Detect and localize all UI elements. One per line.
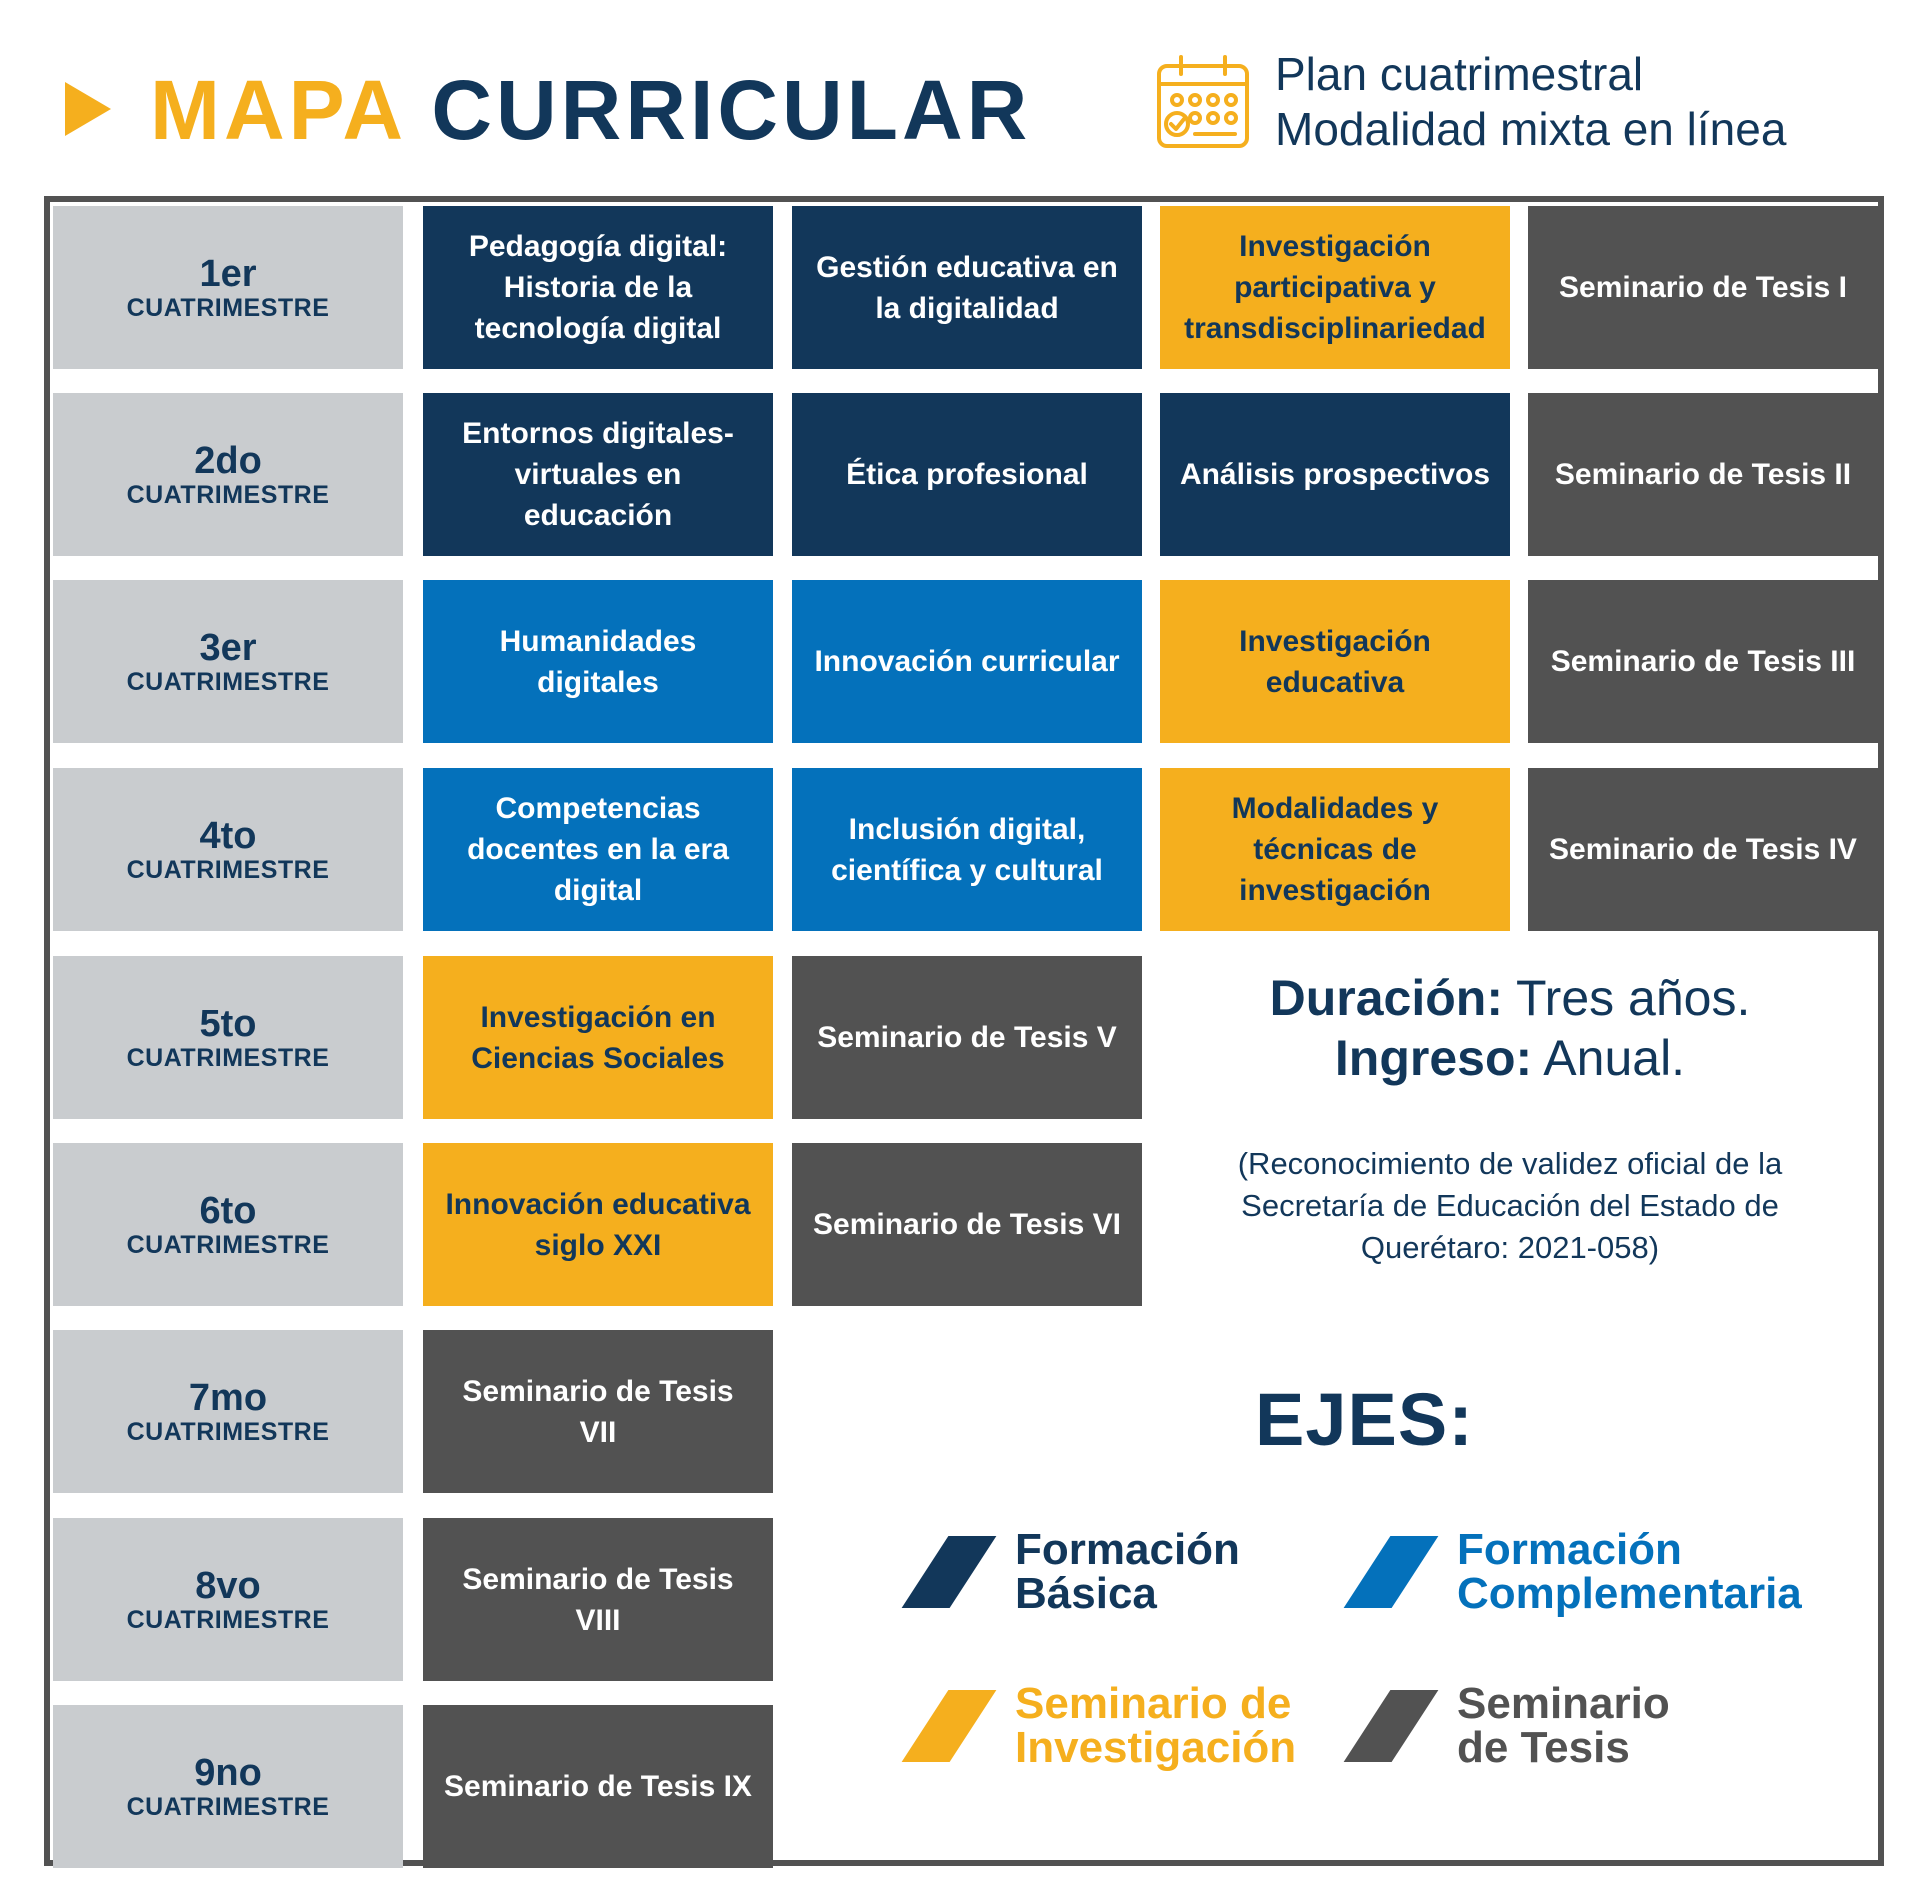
semester-number: 2do bbox=[194, 439, 262, 482]
legend-label: Formación Básica bbox=[1015, 1525, 1240, 1618]
page-title: MAPA CURRICULAR bbox=[150, 60, 1031, 160]
semester-caption: CUATRIMESTRE bbox=[126, 1043, 330, 1072]
semester-caption: CUATRIMESTRE bbox=[126, 293, 330, 322]
validity-note: (Reconocimiento de validez oficial de la… bbox=[1237, 1146, 1783, 1265]
semester-number: 9no bbox=[194, 1751, 262, 1794]
course-cell: Investigación en Ciencias Sociales bbox=[423, 956, 773, 1119]
course-cell: Ética profesional bbox=[792, 393, 1142, 556]
semester-number: 5to bbox=[199, 1002, 257, 1045]
course-cell: Seminario de Tesis IV bbox=[1528, 768, 1878, 931]
course-cell: Seminario de Tesis VIII bbox=[423, 1518, 773, 1681]
course-cell: Entornos digitales-virtuales en educació… bbox=[423, 393, 773, 556]
page-title-part1: MAPA bbox=[150, 63, 404, 157]
semester-number: 8vo bbox=[195, 1564, 261, 1607]
legend-label: Seminario de Tesis bbox=[1457, 1679, 1670, 1772]
legend-label: Formación Complementaria bbox=[1457, 1525, 1802, 1618]
calendar-icon bbox=[1157, 55, 1249, 148]
play-arrow-icon bbox=[65, 82, 111, 136]
semester-number: 3er bbox=[199, 626, 257, 669]
semester-number: 1er bbox=[199, 252, 257, 295]
semester-caption: CUATRIMESTRE bbox=[126, 1417, 330, 1446]
duration-value: Tres años. bbox=[1516, 970, 1751, 1026]
duration-label: Duración: bbox=[1269, 970, 1503, 1026]
course-cell: Modalidades y técnicas de investigación bbox=[1160, 768, 1510, 931]
course-cell: Pedagogía digital: Historia de la tecnol… bbox=[423, 206, 773, 369]
course-cell: Investigación participativa y transdisci… bbox=[1160, 206, 1510, 369]
admission-label: Ingreso: bbox=[1334, 1030, 1533, 1086]
semester-caption: CUATRIMESTRE bbox=[126, 480, 330, 509]
course-cell: Inclusión digital, científica y cultural bbox=[792, 768, 1142, 931]
course-cell: Seminario de Tesis II bbox=[1528, 393, 1878, 556]
duration-line: Duración: Tres años. bbox=[1175, 968, 1845, 1028]
course-cell: Gestión educativa en la digitalidad bbox=[792, 206, 1142, 369]
course-cell: Seminario de Tesis VI bbox=[792, 1143, 1142, 1306]
course-cell: Seminario de Tesis VII bbox=[423, 1330, 773, 1493]
course-cell: Humanidades digitales bbox=[423, 580, 773, 743]
semester-number: 6to bbox=[199, 1189, 257, 1232]
course-cell: Seminario de Tesis V bbox=[792, 956, 1142, 1119]
semester-number: 4to bbox=[199, 814, 257, 857]
course-cell: Innovación educativa siglo XXI bbox=[423, 1143, 773, 1306]
course-cell: Competencias docentes en la era digital bbox=[423, 768, 773, 931]
legend-label: Seminario de Investigación bbox=[1015, 1679, 1297, 1772]
modality-text: Modalidad mixta en línea bbox=[1275, 103, 1787, 155]
course-cell: Análisis prospectivos bbox=[1160, 393, 1510, 556]
course-cell: Innovación curricular bbox=[792, 580, 1142, 743]
course-cell: Investigación educativa bbox=[1160, 580, 1510, 743]
page-title-part2: CURRICULAR bbox=[431, 63, 1032, 157]
semester-caption: CUATRIMESTRE bbox=[126, 667, 330, 696]
course-cell: Seminario de Tesis I bbox=[1528, 206, 1878, 369]
semester-caption: CUATRIMESTRE bbox=[126, 1605, 330, 1634]
semester-caption: CUATRIMESTRE bbox=[126, 1230, 330, 1259]
semester-caption: CUATRIMESTRE bbox=[126, 1792, 330, 1821]
semester-number: 7mo bbox=[188, 1376, 268, 1419]
course-cell: Seminario de Tesis III bbox=[1528, 580, 1878, 743]
admission-value: Anual. bbox=[1543, 1030, 1686, 1086]
semester-caption: CUATRIMESTRE bbox=[126, 855, 330, 884]
admission-line: Ingreso: Anual. bbox=[1175, 1028, 1845, 1088]
course-cell: Seminario de Tesis IX bbox=[423, 1705, 773, 1868]
plan-type-text: Plan cuatrimestral bbox=[1275, 48, 1644, 100]
ejes-title: EJES: bbox=[1255, 1378, 1474, 1461]
